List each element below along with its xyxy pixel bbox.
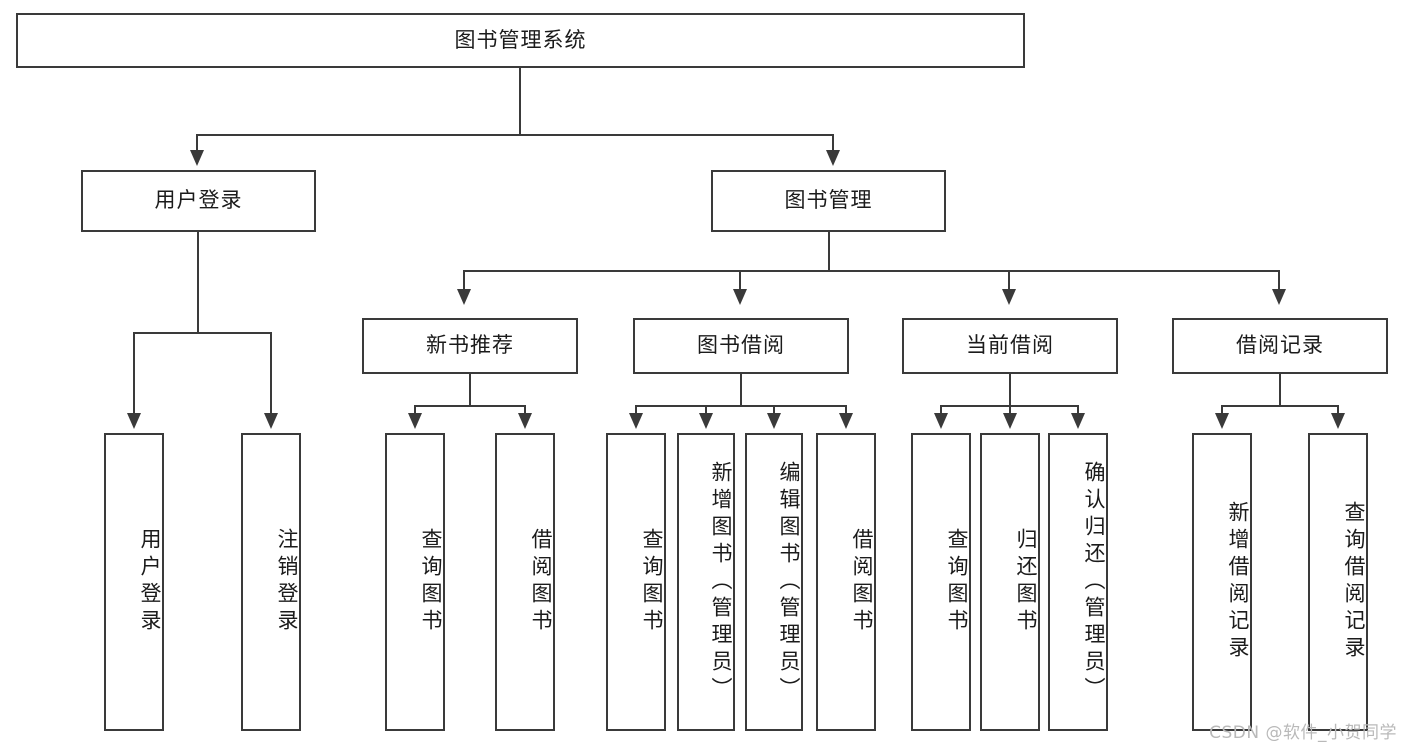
connector-newbook-leaf1 [414, 405, 416, 415]
connector-root-stem [519, 68, 521, 135]
leaf-query-book-borrow[interactable]: 查询图书 [606, 433, 666, 731]
node-label: 图书借阅 [697, 333, 785, 358]
arrow-currentborrow-leaf1 [934, 413, 948, 429]
arrow-newbook-leaf2 [518, 413, 532, 429]
arrow-bookborrow-leaf2 [699, 413, 713, 429]
connector-borrowrecord-stem [1279, 374, 1281, 406]
leaf-borrow-book[interactable]: 借阅图书 [816, 433, 876, 731]
connector-bookmgmt-c4 [1278, 270, 1280, 291]
arrow-userlogin-leaf1 [127, 413, 141, 429]
node-label: 借阅图书 [850, 528, 874, 636]
leaf-add-book-admin[interactable]: 新增图书（管理员） [677, 433, 735, 731]
arrow-currentborrow-leaf2 [1003, 413, 1017, 429]
node-label: 新增借阅记录 [1226, 501, 1250, 663]
connector-bookmgmt-c2 [739, 270, 741, 291]
leaf-add-borrow-record[interactable]: 新增借阅记录 [1192, 433, 1252, 731]
leaf-confirm-return-admin[interactable]: 确认归还（管理员） [1048, 433, 1108, 731]
arrow-to-bookmgmt [826, 150, 840, 166]
connector-bookborrow-stem [740, 374, 742, 406]
arrow-bookmgmt-c4 [1272, 289, 1286, 305]
node-label: 编辑图书（管理员） [777, 460, 801, 704]
connector-bookborrow-leaf4 [845, 405, 847, 415]
arrow-bookborrow-leaf4 [839, 413, 853, 429]
connector-bookmgmt-stem [828, 232, 830, 271]
node-current-borrow[interactable]: 当前借阅 [902, 318, 1118, 374]
leaf-edit-book-admin[interactable]: 编辑图书（管理员） [745, 433, 803, 731]
leaf-logout[interactable]: 注销登录 [241, 433, 301, 731]
node-new-book-recommend[interactable]: 新书推荐 [362, 318, 578, 374]
leaf-query-borrow-record[interactable]: 查询借阅记录 [1308, 433, 1368, 731]
leaf-borrow-book-recommend[interactable]: 借阅图书 [495, 433, 555, 731]
connector-borrowrecord-leaf1 [1221, 405, 1223, 415]
node-label: 归还图书 [1014, 528, 1038, 636]
arrow-userlogin-leaf2 [264, 413, 278, 429]
leaf-query-book-current[interactable]: 查询图书 [911, 433, 971, 731]
node-label: 当前借阅 [966, 333, 1054, 358]
node-label: 图书管理 [784, 188, 873, 213]
leaf-query-book-recommend[interactable]: 查询图书 [385, 433, 445, 731]
arrow-newbook-leaf1 [408, 413, 422, 429]
node-label: 注销登录 [275, 528, 299, 636]
connector-root-to-userlogin [196, 134, 198, 152]
node-book-management[interactable]: 图书管理 [711, 170, 946, 232]
arrow-to-userlogin [190, 150, 204, 166]
arrow-borrowrecord-leaf2 [1331, 413, 1345, 429]
arrow-bookmgmt-c1 [457, 289, 471, 305]
connector-bookborrow-leaf2 [705, 405, 707, 415]
node-label: 确认归还（管理员） [1082, 460, 1106, 704]
connector-userlogin-leaf2 [270, 332, 272, 415]
node-borrow-record[interactable]: 借阅记录 [1172, 318, 1388, 374]
connector-newbook-stem [469, 374, 471, 406]
arrow-currentborrow-leaf3 [1071, 413, 1085, 429]
arrow-borrowrecord-leaf1 [1215, 413, 1229, 429]
node-label: 新书推荐 [426, 333, 514, 358]
node-label: 借阅记录 [1236, 333, 1324, 358]
connector-root-split-bar [196, 134, 834, 136]
arrow-bookmgmt-c2 [733, 289, 747, 305]
connector-currentborrow-leaf1 [940, 405, 942, 415]
node-label: 借阅图书 [529, 528, 553, 636]
connector-bookborrow-leaf1 [635, 405, 637, 415]
connector-currentborrow-leaf2 [1009, 405, 1011, 415]
node-book-borrow[interactable]: 图书借阅 [633, 318, 849, 374]
connector-root-to-bookmgmt [832, 134, 834, 152]
leaf-user-login[interactable]: 用户登录 [104, 433, 164, 731]
node-label: 用户登录 [138, 528, 162, 636]
connector-bookmgmt-split-bar [463, 270, 1280, 272]
node-user-login[interactable]: 用户登录 [81, 170, 316, 232]
node-label: 查询图书 [419, 528, 443, 636]
arrow-bookmgmt-c3 [1002, 289, 1016, 305]
node-label: 查询图书 [640, 528, 664, 636]
node-label: 查询图书 [945, 528, 969, 636]
connector-newbook-leaf2 [524, 405, 526, 415]
connector-currentborrow-leaf3 [1077, 405, 1079, 415]
arrow-bookborrow-leaf3 [767, 413, 781, 429]
node-label: 用户登录 [154, 188, 243, 213]
leaf-return-book[interactable]: 归还图书 [980, 433, 1040, 731]
connector-bookborrow-leaf3 [773, 405, 775, 415]
connector-bookborrow-split-bar [635, 405, 847, 407]
connector-newbook-split-bar [414, 405, 526, 407]
connector-userlogin-split-bar [133, 332, 272, 334]
node-root-system[interactable]: 图书管理系统 [16, 13, 1025, 68]
arrow-bookborrow-leaf1 [629, 413, 643, 429]
connector-userlogin-stem [197, 232, 199, 333]
node-label: 查询借阅记录 [1342, 501, 1366, 663]
connector-bookmgmt-c1 [463, 270, 465, 291]
connector-borrowrecord-leaf2 [1337, 405, 1339, 415]
node-label: 新增图书（管理员） [709, 460, 733, 704]
connector-borrowrecord-split-bar [1221, 405, 1339, 407]
connector-bookmgmt-c3 [1008, 270, 1010, 291]
connector-userlogin-leaf1 [133, 332, 135, 415]
connector-currentborrow-stem [1009, 374, 1011, 406]
node-label: 图书管理系统 [454, 27, 587, 52]
